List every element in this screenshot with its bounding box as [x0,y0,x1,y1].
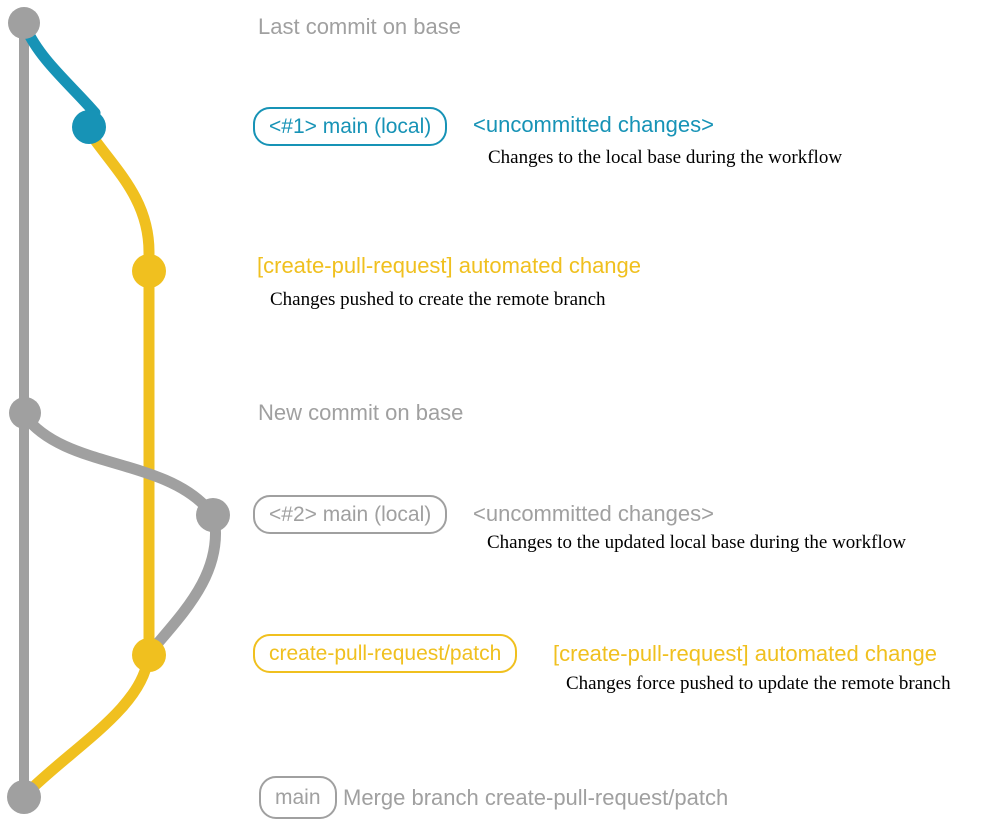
branch-badge-main: main [259,776,337,819]
uncommitted-changes-1-title: <uncommitted changes> [473,112,714,137]
commit-node-last-base [8,7,40,39]
patch-branch-line [86,130,155,661]
local-main-branch-line [20,22,101,119]
commit-node-uncommitted-1 [72,110,106,144]
branch-badge-main-local-1: <#1> main (local) [253,107,448,146]
merge-commit-title: Merge branch create-pull-request/patch [343,785,729,810]
commit-node-uncommitted-2 [196,498,230,532]
last-commit-label: Last commit on base [258,14,461,39]
commit-node-automated-1 [132,254,166,288]
uncommitted-changes-2-title: <uncommitted changes> [473,501,714,526]
branch-badge-main-local-2: <#2> main (local) [253,495,448,534]
new-commit-label: New commit on base [258,400,464,425]
uncommitted-changes-2-description: Changes to the updated local base during… [487,532,906,553]
automated-change-1-description: Changes pushed to create the remote bran… [270,289,606,310]
automated-change-2-title: [create-pull-request] automated change [553,641,938,666]
automated-change-1-title: [create-pull-request] automated change [257,253,642,278]
base-update-curve [19,410,212,513]
automated-change-2-description: Changes force pushed to update the remot… [566,673,951,694]
uncommitted-changes-1-description: Changes to the local base during the wor… [488,147,843,168]
branch-badge-patch: create-pull-request/patch [253,634,518,673]
commit-graph [7,7,230,814]
commit-node-automated-2 [132,638,166,672]
commit-node-merge [7,780,41,814]
commit-node-new-base [9,397,41,429]
patch-merge-line [20,652,154,800]
rebase-to-patch-curve [146,510,221,656]
